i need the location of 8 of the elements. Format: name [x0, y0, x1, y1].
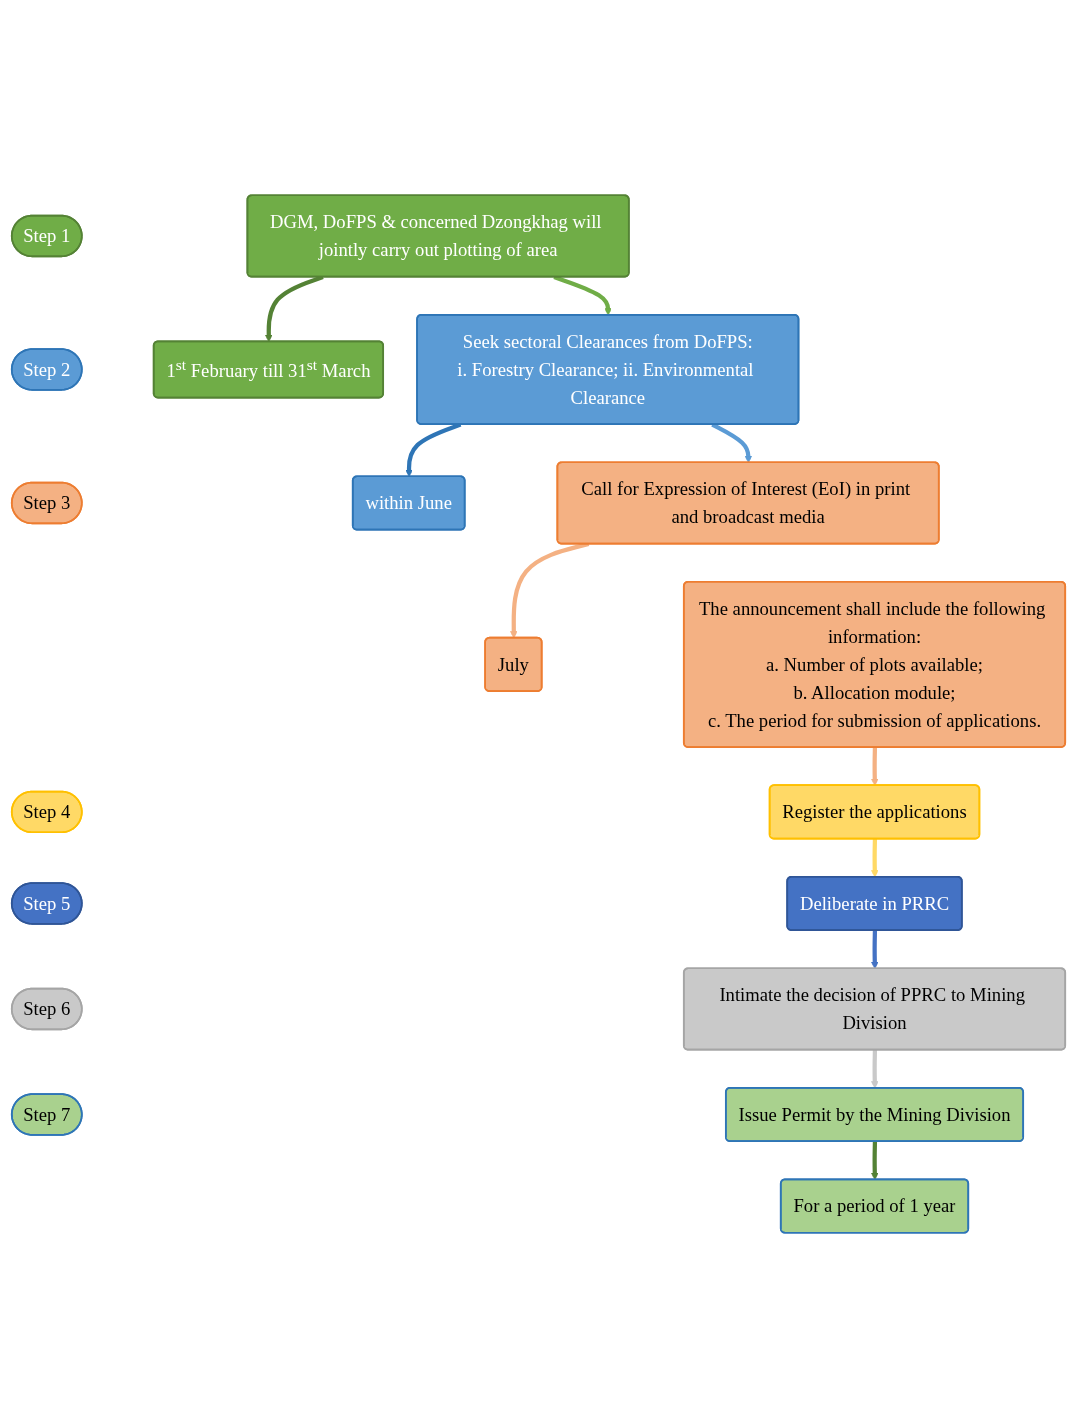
arrow [871, 1141, 879, 1181]
arrow [871, 838, 879, 878]
arrow [871, 747, 879, 786]
arrow [871, 1050, 879, 1089]
arrow [265, 275, 324, 343]
arrow [553, 275, 612, 316]
arrow [871, 930, 879, 970]
arrow [510, 542, 590, 639]
